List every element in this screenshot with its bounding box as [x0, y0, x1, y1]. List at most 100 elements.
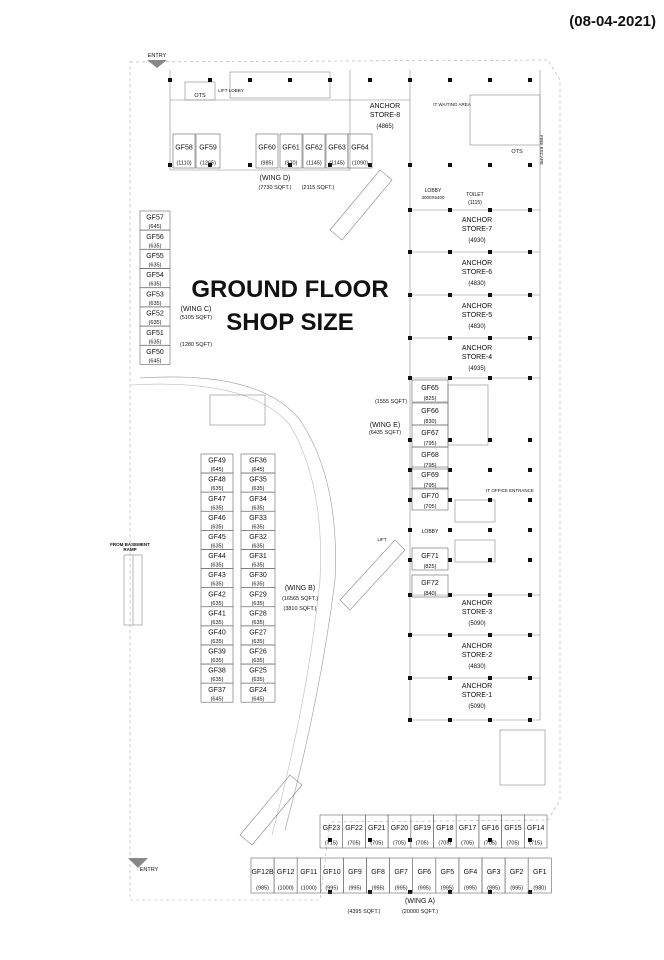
shop-area: (645): [149, 359, 162, 365]
column: [528, 293, 532, 297]
shop-id: GF18: [436, 825, 454, 832]
column: [488, 528, 492, 532]
column: [448, 498, 452, 502]
shop-area: (645): [149, 224, 162, 230]
shop-area: (715): [529, 841, 542, 847]
column: [528, 890, 532, 894]
shop-id: GF46: [208, 515, 226, 522]
static-linework: [123, 59, 561, 901]
fire-escape-label-1: FIRE ESCAPE: [539, 135, 544, 165]
shop-id: GF21: [368, 825, 386, 832]
shop-id: GF12B: [251, 869, 274, 876]
shop-id: GF34: [249, 496, 267, 503]
wing-d-name: (WING D): [260, 175, 291, 182]
shop-area: (1090): [352, 161, 368, 167]
column: [448, 890, 452, 894]
column: [448, 78, 452, 82]
shop-area: (795): [424, 463, 437, 469]
wing-c-name: (WING C): [181, 306, 212, 313]
shop-area: (1265): [200, 161, 216, 167]
shop-id: GF72: [421, 580, 439, 587]
column: [448, 676, 452, 680]
anchor-name: ANCHOR: [462, 600, 492, 607]
shop-outline: [302, 133, 326, 169]
column: [448, 438, 452, 442]
shop-id: GF25: [249, 668, 267, 675]
shop-id: GF53: [146, 291, 164, 298]
shop-unit: GF72(840): [411, 574, 449, 598]
shop-area: (1110): [176, 161, 191, 167]
shop-unit: GF21(705): [365, 814, 389, 849]
shop-area: (635): [252, 486, 265, 492]
shop-unit: GF54(635): [139, 268, 171, 288]
lift-label: LIFT: [377, 537, 387, 542]
column: [448, 468, 452, 472]
shop-unit: GF8(995): [366, 857, 390, 894]
column: [528, 838, 532, 842]
shop-area: (635): [252, 601, 265, 607]
shop-unit: GF68 (795): [411, 446, 449, 470]
column: [488, 593, 492, 597]
column: [448, 250, 452, 254]
shop-area: (995): [510, 886, 523, 892]
shop-id: GF28: [249, 610, 267, 617]
shop-area: (705): [348, 841, 361, 847]
column: [408, 163, 412, 167]
anchor-number: STORE-2: [462, 652, 492, 659]
column: [408, 718, 412, 722]
shop-id: GF40: [208, 629, 226, 636]
wing-e-area: (6435 SQFT): [369, 430, 401, 436]
shop-outline: [411, 574, 449, 598]
lift-lobby-label: LIFT LOBBY: [218, 88, 243, 93]
anchor-area: (4830): [468, 324, 485, 330]
lobby-mid-label: LOBBY: [422, 529, 439, 535]
ots-right-label: OTS: [511, 149, 523, 155]
shop-id: GF66: [421, 408, 439, 415]
shop-unit: GF19(705): [410, 814, 434, 849]
shop-id: GF61: [282, 144, 300, 151]
wing-a-name: (WING A): [405, 898, 435, 905]
shop-id: GF68: [421, 452, 439, 459]
column: [488, 676, 492, 680]
shop-unit: GF43(635): [200, 568, 234, 588]
column: [408, 250, 412, 254]
shop-id: GF7: [394, 869, 408, 876]
shop-id: GF43: [208, 572, 226, 579]
column: [408, 633, 412, 637]
shop-unit: GF66(830): [411, 402, 449, 426]
column: [528, 438, 532, 442]
column: [368, 838, 372, 842]
shop-area: (635): [252, 620, 265, 626]
shop-area: (635): [211, 639, 224, 645]
shop-unit: GF67(795): [411, 424, 449, 448]
shop-area: (705): [507, 841, 520, 847]
shop-area: (635): [211, 677, 224, 683]
column: [448, 593, 452, 597]
shop-unit: GF53(635): [139, 287, 171, 308]
shop-unit: GF50(645): [139, 345, 171, 365]
wing-e-name: (WING E): [370, 422, 400, 429]
shop-unit: GF37(645): [200, 682, 234, 703]
shop-id: GF59: [199, 144, 217, 151]
anchor-area: (4935): [468, 366, 485, 372]
column: [528, 593, 532, 597]
shop-area: (705): [438, 841, 451, 847]
column: [488, 336, 492, 340]
column: [528, 468, 532, 472]
shop-unit: GF42(635): [200, 587, 234, 608]
shop-unit: GF9(995): [343, 857, 367, 894]
shop-area: (635): [211, 601, 224, 607]
column: [288, 163, 292, 167]
it-office-label: IT OFFICE ENTRANCE: [486, 488, 534, 493]
shop-area: (705): [461, 841, 474, 847]
shop-area: (825): [424, 564, 437, 570]
column: [408, 890, 412, 894]
anchor-name: ANCHOR: [370, 103, 400, 110]
